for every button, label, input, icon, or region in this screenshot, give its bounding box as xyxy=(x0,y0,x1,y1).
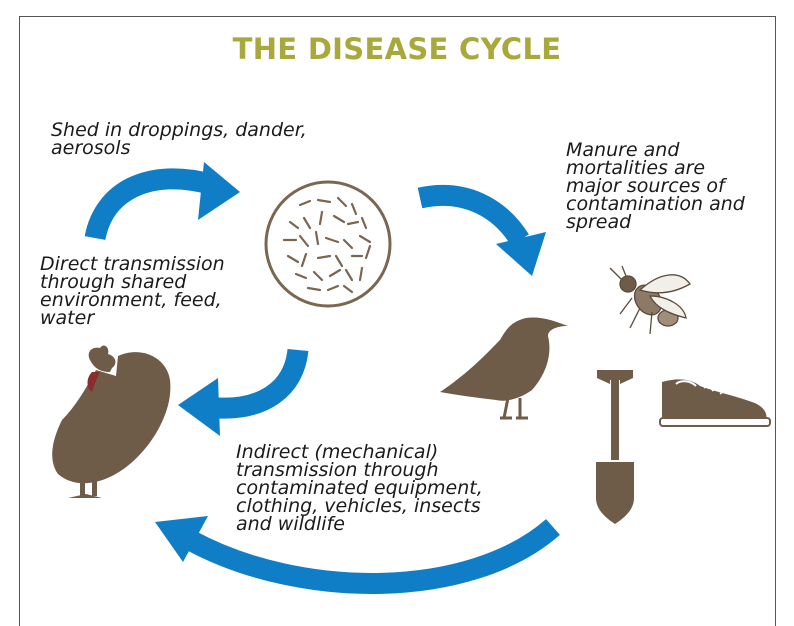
label-indirect-transmission: Indirect (mechanical) transmission throu… xyxy=(236,443,483,533)
label-shed: Shed in droppings, dander, aerosols xyxy=(51,121,307,157)
bacteria-icon xyxy=(266,182,390,306)
crow-icon xyxy=(440,317,568,418)
fly-icon xyxy=(610,266,690,334)
arrow-bacteria-to-vectors xyxy=(420,195,520,240)
shoe-icon xyxy=(660,379,770,426)
rooster-icon xyxy=(52,346,170,498)
arrow-bacteria-to-rooster xyxy=(218,350,298,408)
arrow-vectors-to-rooster xyxy=(190,527,553,583)
label-manure-mortalities: Manure and mortalities are major sources… xyxy=(566,141,745,231)
arrowhead-3 xyxy=(178,378,220,436)
arrow-shed-to-bacteria xyxy=(95,179,210,238)
label-direct-transmission: Direct transmission through shared envir… xyxy=(40,255,225,327)
arrowhead-1 xyxy=(198,162,240,220)
shovel-icon xyxy=(596,370,634,524)
arrowhead-2 xyxy=(496,232,546,276)
